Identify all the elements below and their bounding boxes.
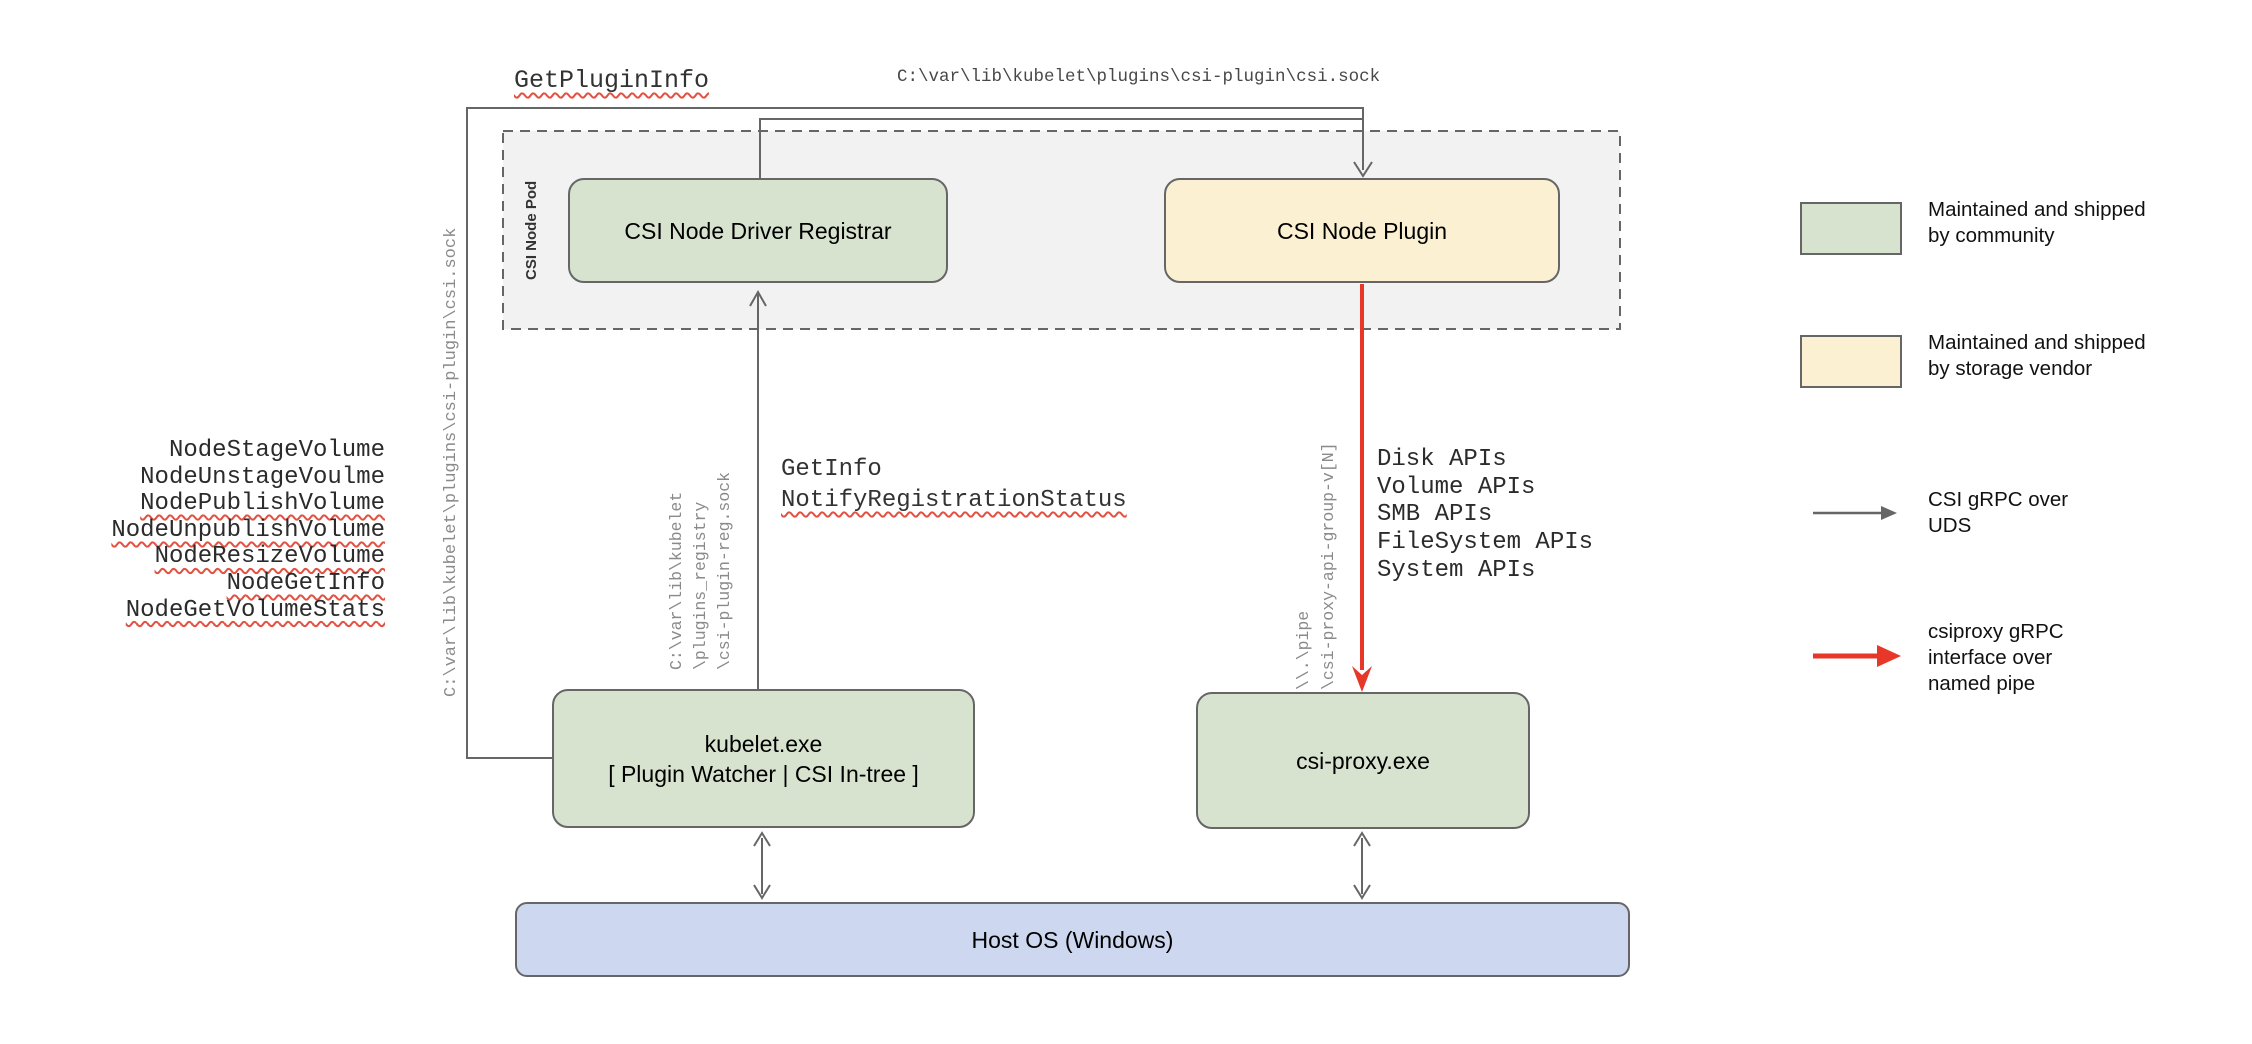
edge-kubelet-to-plugin <box>466 107 1364 759</box>
named-pipe-path-line1: \\.\pipe <box>1294 610 1313 690</box>
host-os-box: Host OS (Windows) <box>515 902 1630 977</box>
get-info-label: GetInfo <box>781 456 882 483</box>
node-rpc-label: NodeStageVolume <box>168 437 385 464</box>
csi-node-plugin-box: CSI Node Plugin <box>1164 178 1560 283</box>
legend-vendor-line2: by storage vendor <box>1928 357 2093 380</box>
csi-sock-path-top-label: C:\var\lib\kubelet\plugins\csi-plugin\cs… <box>897 67 1381 87</box>
legend-community-text: Maintained and shipped by community <box>1928 197 2146 249</box>
node-rpc-label: NodeUnpublishVolume <box>111 516 385 544</box>
legend-community-line1: Maintained and shipped <box>1928 198 2146 221</box>
arrowhead-registrar-bottom <box>749 289 767 307</box>
legend-vendor-swatch <box>1800 335 1902 388</box>
get-plugin-info-label: GetPluginInfo <box>514 66 710 95</box>
legend-vendor-text: Maintained and shipped by storage vendor <box>1928 330 2146 382</box>
proxy-api-label: Volume APIs <box>1377 473 1536 501</box>
kubelet-title: kubelet.exe <box>704 730 823 757</box>
legend-namedpipe-line3: named pipe <box>1928 672 2036 695</box>
legend-community-swatch <box>1800 202 1902 255</box>
legend-uds-line2: UDS <box>1928 514 1972 537</box>
plugin-registry-sock-label: C:\var\lib\kubelet \plugins_registry \cs… <box>665 472 737 670</box>
proxy-api-label: SMB APIs <box>1377 501 1493 529</box>
kubelet-box: kubelet.exe [ Plugin Watcher | CSI In-tr… <box>552 689 975 828</box>
node-rpc-label: NodeGetVolumeStats <box>125 596 385 624</box>
notify-registration-status-label: NotifyRegistrationStatus <box>781 487 1127 514</box>
plugin-registry-sock-line3: \csi-plugin-reg.sock <box>715 471 734 670</box>
arrowhead-hostos-top-right <box>1353 884 1371 900</box>
csi-node-pod-label: CSI Node Pod <box>523 180 540 280</box>
arrowhead-csiproxy-bottom <box>1353 831 1371 847</box>
legend-pipe-arrowhead <box>1877 645 1901 667</box>
node-rpc-label: NodeUnstageVoulme <box>140 463 385 491</box>
legend-uds-line1: CSI gRPC over <box>1928 488 2069 511</box>
legend-vendor-line1: Maintained and shipped <box>1928 331 2146 354</box>
arrowhead-plugin-top <box>1353 161 1373 178</box>
plugin-registry-sock-line1: C:\var\lib\kubelet <box>667 491 686 670</box>
proxy-api-list: Disk APIs Volume APIs SMB APIs FileSyste… <box>1377 446 1593 585</box>
csi-node-driver-registrar-box: CSI Node Driver Registrar <box>568 178 948 283</box>
csi-proxy-box: csi-proxy.exe <box>1196 692 1530 829</box>
csi-node-driver-registrar-title: CSI Node Driver Registrar <box>624 217 892 244</box>
named-pipe-path-line2: \csi-proxy-api-group-v[N] <box>1319 442 1338 690</box>
legend-namedpipe-line1: csiproxy gRPC <box>1928 620 2064 643</box>
node-rpc-label: NodePublishVolume <box>140 490 385 518</box>
node-rpc-label: NodeGetInfo <box>226 569 385 597</box>
legend-community-line2: by community <box>1928 224 2055 247</box>
proxy-api-label: FileSystem APIs <box>1377 529 1594 557</box>
arrowhead-csiproxy-top <box>1352 666 1372 692</box>
node-rpc-list: NodeStageVolume NodeUnstageVoulme NodePu… <box>60 437 385 624</box>
host-os-title: Host OS (Windows) <box>971 926 1174 953</box>
kubelet-subtitle: [ Plugin Watcher | CSI In-tree ] <box>608 760 919 787</box>
edge-registrar-to-plugin <box>759 118 1362 179</box>
proxy-api-label: Disk APIs <box>1377 446 1507 473</box>
csi-sock-path-left-label: C:\var\lib\kubelet\plugins\csi-plugin\cs… <box>442 227 461 697</box>
legend-uds-arrowhead <box>1881 506 1897 520</box>
arrowhead-hostos-top-left <box>753 884 771 900</box>
arrowhead-kubelet-bottom <box>753 831 771 847</box>
legend-namedpipe-line2: interface over <box>1928 646 2053 669</box>
csi-node-plugin-title: CSI Node Plugin <box>1276 217 1448 244</box>
legend-uds-text: CSI gRPC over UDS <box>1928 487 2068 539</box>
named-pipe-path-label: \\.\pipe \csi-proxy-api-group-v[N] <box>1291 442 1341 690</box>
node-rpc-label: NodeResizeVolume <box>154 543 385 571</box>
plugin-registry-sock-line2: \plugins_registry <box>691 501 710 670</box>
proxy-api-label: System APIs <box>1377 556 1536 584</box>
csi-proxy-title: csi-proxy.exe <box>1296 747 1430 774</box>
legend-namedpipe-text: csiproxy gRPC interface over named pipe <box>1928 619 2064 697</box>
